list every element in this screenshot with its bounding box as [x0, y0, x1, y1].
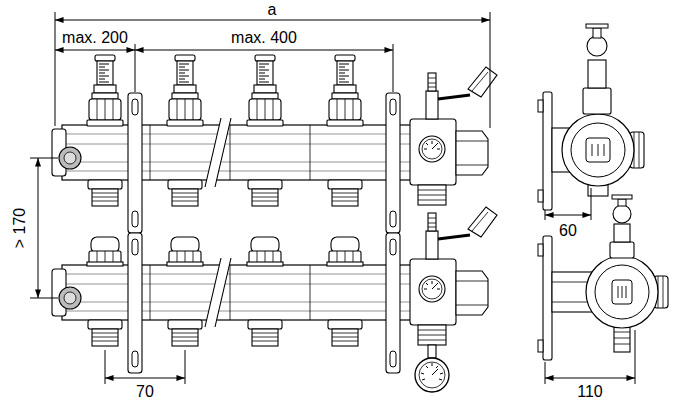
end-fitting — [410, 207, 497, 345]
dimension-label: 60 — [557, 222, 579, 240]
valve-handle — [586, 24, 608, 28]
dimension-label: 110 — [575, 383, 605, 401]
extension-line — [545, 330, 635, 384]
valve-nut — [583, 88, 611, 114]
end-cap — [327, 237, 363, 266]
gauge-ticks — [421, 363, 443, 380]
outlet — [168, 320, 202, 346]
outlet — [88, 320, 122, 346]
thread-lines — [614, 332, 630, 344]
outlet — [248, 180, 282, 206]
dimension-label: 70 — [134, 383, 156, 401]
extension-line — [55, 12, 490, 128]
manifold-bore — [571, 123, 625, 177]
dimension-line — [545, 215, 591, 216]
mounting-bracket — [386, 93, 400, 233]
outlet-stub — [614, 326, 630, 352]
plate-tab — [538, 190, 543, 202]
manifold-section — [586, 256, 658, 328]
end-cap — [87, 237, 123, 266]
outlet — [168, 180, 202, 206]
outlet — [248, 320, 282, 346]
window-lines — [592, 144, 604, 156]
thread-lines — [658, 276, 663, 308]
valve-handle — [612, 195, 632, 199]
dimension-label: max. 200 — [60, 29, 130, 47]
plate-tab — [538, 340, 543, 352]
lower-manifold — [52, 207, 497, 373]
valve-body — [588, 60, 606, 88]
dimension-lines — [30, 12, 635, 384]
dimension-line — [55, 50, 135, 51]
upper-manifold — [52, 55, 497, 233]
mounting-bracket — [128, 233, 142, 373]
manifold-body — [52, 118, 412, 187]
extension-line — [30, 158, 58, 298]
dimension-label: > 170 — [11, 206, 29, 250]
dimension-label: max. 400 — [229, 29, 299, 47]
flowmeter — [167, 55, 203, 126]
manifold-body — [52, 258, 412, 327]
flowmeter — [87, 55, 123, 126]
flow-window — [612, 280, 632, 304]
end-fitting — [410, 67, 497, 205]
dimension-line — [105, 378, 185, 379]
gauge-face — [419, 362, 445, 388]
valve-knob — [613, 205, 631, 223]
window-lines — [618, 286, 626, 298]
extension-line — [135, 44, 393, 92]
valve-spindle — [618, 199, 626, 206]
plate-tab — [538, 244, 543, 256]
valve-body — [614, 224, 630, 242]
dimension-label: a — [266, 1, 279, 19]
outlet — [328, 180, 362, 206]
flowmeter — [327, 55, 363, 126]
side-view-lower — [538, 195, 668, 360]
wall-plate — [543, 236, 552, 360]
end-cap — [167, 237, 203, 266]
flowmeter — [247, 55, 283, 126]
dimension-line — [38, 158, 39, 298]
dimension-line — [135, 50, 393, 51]
dimension-line — [545, 378, 635, 379]
valve-knob — [587, 36, 607, 56]
mounting-bracket — [386, 233, 400, 373]
outlet — [328, 320, 362, 346]
gauge-ring — [415, 358, 449, 392]
plate-tab — [538, 100, 543, 112]
gauge-stem — [428, 345, 436, 358]
pressure-gauge — [415, 345, 449, 392]
valve-nut — [610, 242, 634, 258]
mounting-bracket — [128, 93, 142, 233]
outlet — [88, 180, 122, 206]
side-view-upper — [538, 24, 644, 210]
manifold-section — [562, 114, 634, 186]
valve-spindle — [593, 28, 601, 38]
extension-line — [105, 350, 185, 384]
manifold-bore — [595, 265, 649, 319]
wall-plate — [543, 92, 552, 210]
dimension-line — [55, 20, 490, 21]
extension-line — [545, 188, 591, 220]
flow-window — [586, 138, 610, 162]
thread-lines — [634, 132, 639, 168]
end-cap — [247, 237, 283, 266]
